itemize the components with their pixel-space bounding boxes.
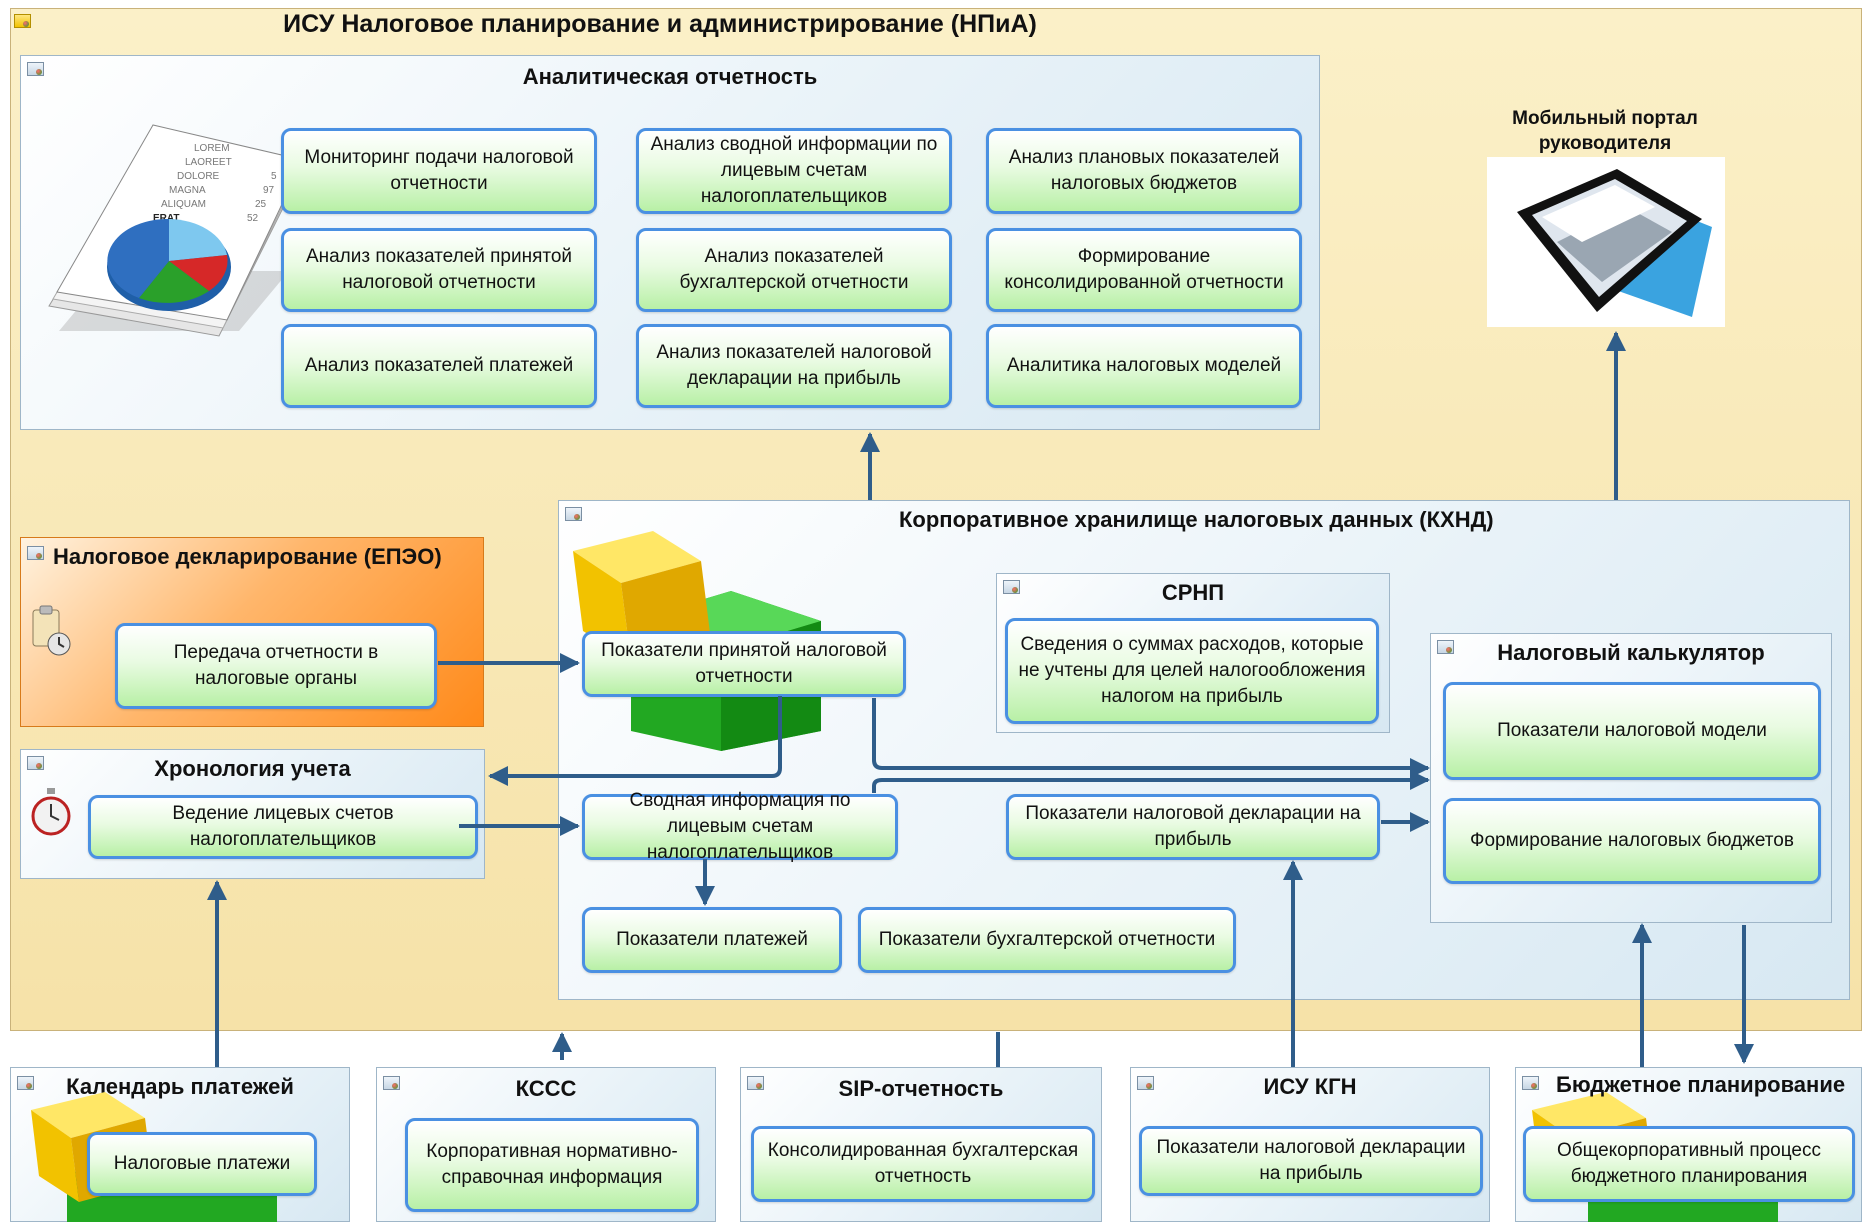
accounting-reporting-box[interactable]: Показатели бухгалтерской отчетности [858, 907, 1236, 973]
unaccounted-expenses-box[interactable]: Сведения о суммах расходов, которые не у… [1005, 618, 1379, 724]
stopwatch-icon [31, 788, 71, 836]
tax-calculator-title: Налоговый калькулятор [1497, 640, 1765, 665]
khnd-title: Корпоративное хранилище налоговых данных… [899, 507, 1494, 532]
budget-process-box[interactable]: Общекорпоративный процесс бюджетного пла… [1523, 1126, 1855, 1202]
analysis-box[interactable]: Анализ показателей налоговой декларации … [636, 324, 952, 408]
analysis-box[interactable]: Анализ показателей бухгалтерской отчетно… [636, 228, 952, 312]
arrow-accepted-to-calculator [872, 698, 1430, 778]
window-icon [1003, 580, 1020, 594]
window-icon [747, 1076, 764, 1090]
tablet-image [1487, 157, 1725, 327]
analysis-box[interactable]: Мониторинг подачи налоговой отчетности [281, 128, 597, 214]
analysis-box[interactable]: Анализ показателей принятой налоговой от… [281, 228, 597, 312]
report-art-text: 52 [247, 213, 259, 224]
mobile-portal-title-line2: руководителя [1538, 133, 1672, 154]
window-icon [27, 62, 44, 76]
report-pie-chart-icon: LOREM LAOREET DOLORE MAGNA ALIQUAM ERAT … [48, 124, 304, 337]
analytics-title: Аналитическая отчетность [522, 64, 818, 89]
khnd-panel: Корпоративное хранилище налоговых данных… [558, 500, 1850, 1000]
srnp-panel: СРНП Сведения о суммах расходов, которые… [996, 573, 1390, 733]
report-art-text: MAGNA [169, 185, 206, 196]
window-icon [1437, 640, 1454, 654]
reference-info-box[interactable]: Корпоративная нормативно-справочная инфо… [405, 1118, 699, 1212]
consolidated-accounting-box[interactable]: Консолидированная бухгалтерская отчетнос… [751, 1126, 1095, 1202]
tax-model-box[interactable]: Показатели налоговой модели [1443, 682, 1821, 780]
page-title: ИСУ Налоговое планирование и администрир… [283, 10, 1037, 38]
analysis-box[interactable]: Формирование консолидированной отчетност… [986, 228, 1302, 312]
analysis-box[interactable]: Анализ плановых показателей налоговых бю… [986, 128, 1302, 214]
payments-box[interactable]: Показатели платежей [582, 907, 842, 973]
tablet-icon [1517, 169, 1712, 317]
report-art-text: ERAT [153, 213, 179, 224]
report-art-text: 25 [255, 199, 267, 210]
window-icon [565, 507, 582, 521]
arrow-khnd-to-chron [488, 696, 782, 786]
report-submission-box[interactable]: Передача отчетности в налоговые органы [115, 623, 437, 709]
accepted-reporting-box[interactable]: Показатели принятой налоговой отчетности [582, 631, 906, 697]
report-art-text: 5 [271, 171, 277, 182]
report-art-text: 97 [263, 185, 275, 196]
ksss-title: КССС [515, 1076, 577, 1101]
tax-calculator-panel: Налоговый калькулятор Показатели налогов… [1430, 633, 1832, 923]
isu-kgn-panel: ИСУ КГН Показатели налоговой декларации … [1130, 1067, 1490, 1222]
summary-accounts-box[interactable]: Сводная информация по лицевым счетам нал… [582, 790, 898, 863]
chronology-title: Хронология учета [154, 756, 351, 781]
chronology-panel: Хронология учета Ведение лицевых счетов … [20, 749, 485, 879]
personal-accounts-box[interactable]: Ведение лицевых счетов налогоплательщико… [88, 795, 478, 859]
tax-payments-box[interactable]: Налоговые платежи [87, 1132, 317, 1196]
mobile-portal-title-line1: Мобильный портал [1512, 108, 1698, 129]
arrow-summary-to-calculator [872, 770, 1430, 793]
srnp-title: СРНП [1161, 580, 1225, 605]
window-icon [27, 546, 44, 560]
mobile-portal-title: Мобильный портал руководителя [1480, 106, 1730, 156]
kgn-declaration-box[interactable]: Показатели налоговой декларации на прибы… [1139, 1126, 1483, 1196]
window-icon [1522, 1076, 1539, 1090]
clipboard-clock-icon [32, 605, 71, 656]
report-art-text: ALIQUAM [161, 199, 206, 210]
epeo-panel: Налоговое декларирование (ЕПЭО) Передача… [20, 537, 484, 727]
sip-panel: SIP-отчетность Консолидированная бухгалт… [740, 1067, 1102, 1222]
tax-budgets-box[interactable]: Формирование налоговых бюджетов [1443, 798, 1821, 884]
analysis-box[interactable]: Аналитика налоговых моделей [986, 324, 1302, 408]
report-art-text: LAOREET [185, 157, 232, 168]
analysis-box[interactable]: Анализ показателей платежей [281, 324, 597, 408]
report-art-text: LOREM [194, 143, 230, 154]
report-art-text: DOLORE [177, 171, 220, 182]
isu-kgn-title: ИСУ КГН [1263, 1074, 1357, 1099]
window-icon [17, 1076, 34, 1090]
budget-planning-title: Бюджетное планирование [1556, 1072, 1846, 1097]
payment-calendar-panel: Календарь платежей Налоговые платежи [10, 1067, 350, 1222]
budget-planning-panel: Бюджетное планирование Общекорпоративный… [1515, 1067, 1862, 1222]
sip-title: SIP-отчетность [838, 1076, 1004, 1101]
window-icon [383, 1076, 400, 1090]
epeo-title: Налоговое декларирование (ЕПЭО) [53, 544, 442, 569]
window-icon [1137, 1076, 1154, 1090]
profit-declaration-box[interactable]: Показатели налоговой декларации на прибы… [1006, 794, 1380, 860]
analysis-box[interactable]: Анализ сводной информации по лицевым сче… [636, 128, 952, 214]
analytics-panel: Аналитическая отчетность LOREM LAOREET D… [20, 55, 1320, 430]
window-icon [27, 756, 44, 770]
ksss-panel: КССС Корпоративная нормативно-справочная… [376, 1067, 716, 1222]
window-icon [14, 14, 31, 28]
